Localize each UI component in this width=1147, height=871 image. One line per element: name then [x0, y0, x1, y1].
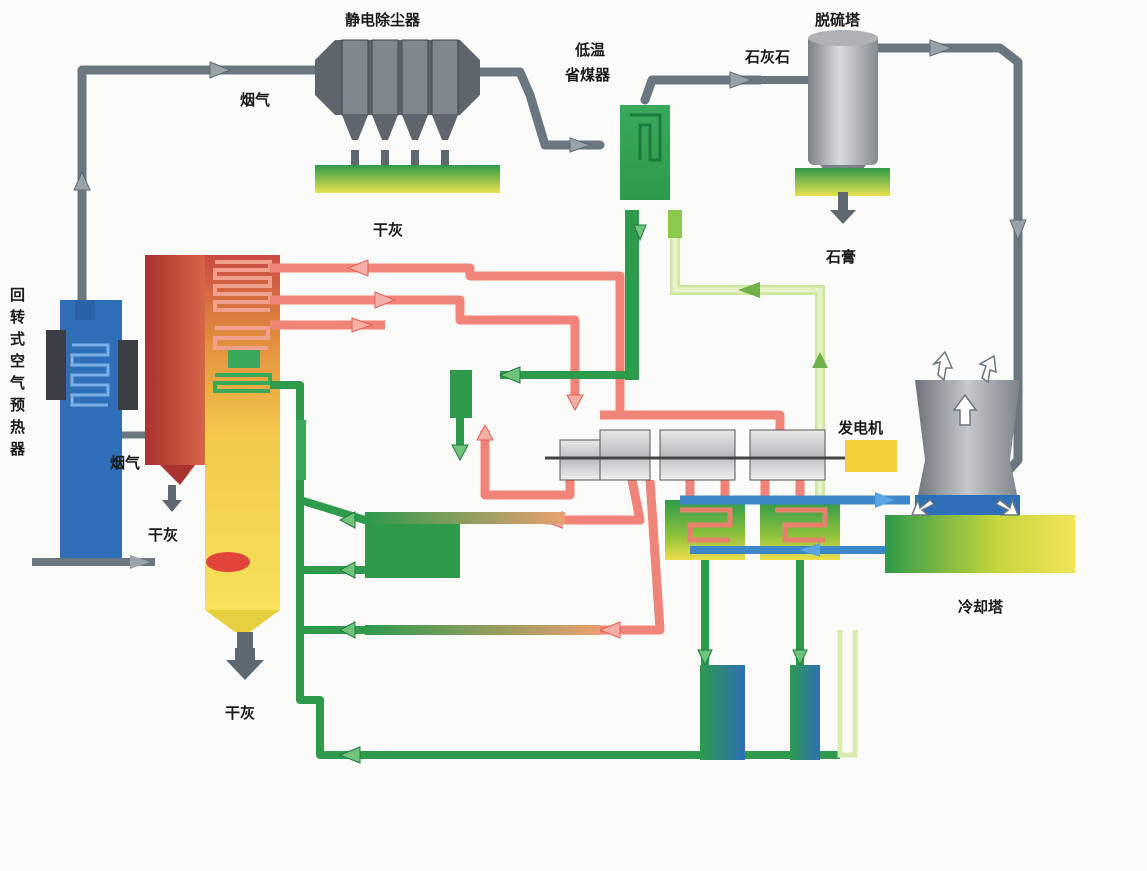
ash-arrow-left	[162, 485, 182, 512]
boiler	[145, 255, 280, 680]
gas-arrow-up	[73, 170, 91, 191]
gas-arrow-right-3	[729, 71, 754, 89]
fgd-tower	[760, 30, 890, 224]
label-fgd-tower: 脱硫塔	[815, 11, 861, 29]
flue-gas-pipe-preheater-to-esp	[77, 65, 335, 325]
label-economizer-1: 低温	[574, 41, 605, 59]
flue-gas-path	[77, 43, 1023, 485]
flue-gas-pipe-fgd-to-cooling	[865, 43, 1023, 485]
boiler-body	[205, 255, 280, 610]
label-preheater-char-8: 器	[9, 440, 26, 458]
condensers	[665, 492, 974, 560]
label-air-preheater: 回 转 式 空 气 预 热 器	[9, 286, 26, 458]
label-esp: 静电除尘器	[345, 11, 421, 29]
electrostatic-precipitator	[315, 39, 500, 193]
gas-arrow-right-1	[209, 61, 232, 79]
fgd-ground	[795, 168, 890, 196]
label-flue-gas-top: 烟气	[240, 91, 270, 109]
ash-arrow-bottom	[226, 648, 264, 680]
gas-arrow-right-4	[929, 39, 954, 57]
gypsum-arrow	[830, 192, 856, 224]
boiler-furnace	[145, 255, 210, 465]
eco-arrow-up	[812, 352, 828, 368]
cooling-tower	[885, 350, 1075, 573]
flue-gas-arrows	[73, 39, 1027, 242]
label-preheater-char-5: 气	[9, 374, 25, 392]
generator	[845, 440, 897, 472]
label-preheater-char-7: 热	[10, 418, 25, 436]
label-preheater-char-4: 空	[10, 352, 25, 370]
label-flue-gas-left: 烟气	[110, 454, 140, 472]
flue-gas-pipe-economizer-to-fgd	[640, 75, 765, 105]
air-arrow-right	[130, 555, 150, 569]
rotary-air-preheater	[32, 300, 155, 569]
gas-arrow-right-2	[569, 137, 592, 153]
boiler-flame	[206, 552, 250, 572]
label-preheater-char-2: 转	[10, 308, 25, 326]
label-gypsum: 石膏	[825, 248, 856, 266]
eco-arrow-left	[738, 282, 760, 298]
label-dry-ash-left: 干灰	[148, 526, 178, 544]
label-economizer-2: 省煤器	[564, 66, 611, 84]
cw-arrow-right	[875, 492, 895, 508]
steam-arrows	[346, 259, 621, 639]
label-preheater-char-3: 式	[10, 330, 25, 348]
label-preheater-char-1: 回	[10, 286, 25, 304]
label-cooling-tower: 冷却塔	[958, 598, 1004, 616]
feed-water-blocks	[296, 370, 858, 760]
cw-arrow-left	[800, 543, 820, 557]
gas-arrow-down-1	[1009, 219, 1027, 242]
steam-turbine	[545, 429, 897, 481]
esp-ground	[315, 165, 500, 193]
label-preheater-char-6: 预	[10, 396, 25, 414]
low-temp-economizer	[620, 105, 828, 560]
label-generator: 发电机	[837, 419, 883, 437]
flue-gas-pipe-esp-to-economizer	[475, 67, 605, 150]
feed-water-arrows	[338, 224, 808, 764]
cooling-ground	[885, 515, 1075, 573]
label-dry-ash-bottom: 干灰	[225, 704, 255, 722]
label-limestone: 石灰石	[744, 48, 790, 66]
label-dry-ash-esp: 干灰	[373, 221, 403, 239]
